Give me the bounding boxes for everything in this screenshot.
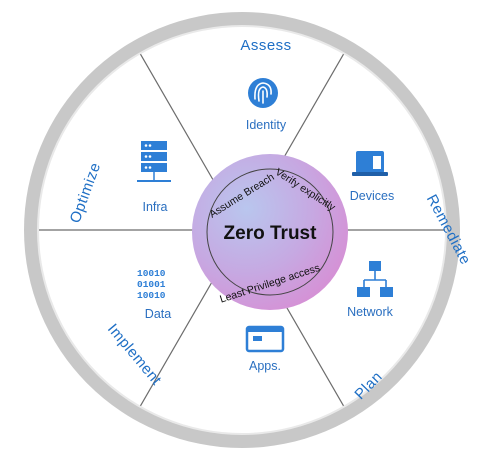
device-icon (352, 151, 388, 176)
segment-label-network: Network (347, 305, 394, 319)
segment-label-devices: Devices (350, 189, 394, 203)
segment-label-identity: Identity (246, 118, 287, 132)
svg-text:10010: 10010 (137, 290, 166, 301)
fingerprint-icon (248, 78, 278, 108)
binary-data-icon: 10010 01001 10010 (137, 268, 166, 301)
svg-text:01001: 01001 (137, 279, 166, 290)
network-icon (357, 261, 393, 297)
server-icon (137, 141, 171, 182)
segment-label-infra: Infra (142, 200, 167, 214)
center-title: Zero Trust (224, 223, 318, 244)
center-circle (192, 154, 348, 310)
segment-network: Network (347, 261, 394, 319)
segment-devices: Devices (350, 151, 394, 203)
segment-label-apps: Apps. (249, 359, 281, 373)
segment-infra: Infra (137, 141, 171, 214)
app-window-icon (245, 325, 285, 353)
segment-apps: Apps. (245, 325, 285, 373)
segment-identity: Identity (246, 78, 287, 132)
segment-label-data: Data (145, 307, 171, 321)
segment-data: 10010 01001 10010 Data (137, 268, 171, 321)
svg-text:10010: 10010 (137, 268, 166, 279)
center-inner-ring (206, 168, 334, 296)
ring-label-assess: Assess (240, 37, 291, 54)
